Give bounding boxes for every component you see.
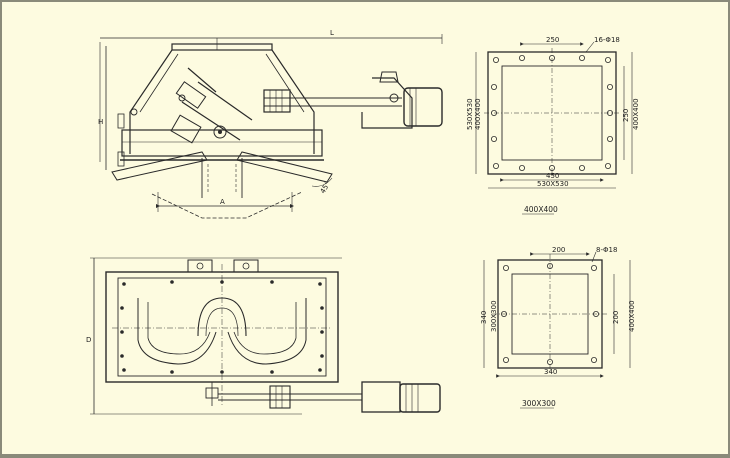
right-gate-flap xyxy=(236,151,333,183)
actuator-rod xyxy=(264,97,402,107)
drive-motor xyxy=(403,87,443,127)
gearbox-bracket xyxy=(361,77,413,129)
angle-label: 45° xyxy=(319,180,332,195)
flange-300-bottom-label: 340 xyxy=(544,368,557,376)
flange-300-left-outer-label: 340 xyxy=(480,311,488,324)
right-chute-curve xyxy=(227,298,307,365)
plan-drive-motor xyxy=(399,383,441,413)
flange-300-detail: 200 8-Φ18 340 300X300 200 400X400 340 30… xyxy=(480,246,636,409)
top-bearing-left xyxy=(187,259,213,273)
flange-300-right-inner-label: 200 xyxy=(612,311,620,324)
flange-300-pitch-label: 200 xyxy=(552,246,565,254)
left-gate-flap xyxy=(111,151,208,181)
flange-300-right-outer-label: 400X400 xyxy=(628,300,636,332)
flange-400-bolt-holes xyxy=(490,55,614,171)
length-label: L xyxy=(330,29,334,37)
pivot-joint xyxy=(213,125,227,139)
plan-view: D xyxy=(86,257,441,415)
flange-300-left-inner-label: 300X300 xyxy=(490,300,498,332)
flange-400-outer-horizontal-label: 530X530 xyxy=(537,180,569,188)
flange-400-caption: 400X400 xyxy=(524,205,558,214)
flange-400-outer-vertical-label: 530X530 xyxy=(466,98,474,130)
flange-400-detail: 250 16-Φ18 400X400 530X530 250 400X400 4… xyxy=(466,36,640,215)
flange-300-caption: 300X300 xyxy=(522,399,556,408)
top-bearing-right xyxy=(233,259,259,273)
inlet-flange xyxy=(171,43,273,51)
height-label: H xyxy=(98,118,103,126)
depth-label: D xyxy=(86,336,91,344)
hopper-body xyxy=(129,49,315,154)
flange-300-bolt-holes xyxy=(500,262,600,365)
plan-coupling xyxy=(269,385,291,409)
flange-400-holes-note: 16-Φ18 xyxy=(594,36,620,44)
plan-gearbox xyxy=(361,381,401,413)
actuator-coupling xyxy=(263,89,291,113)
valve-housing xyxy=(121,129,323,157)
flange-400-right-inner-label: 250 xyxy=(622,109,630,122)
flange-400-inner-horizontal-label: 450 xyxy=(546,172,559,180)
flange-400-right-outer-label: 400X400 xyxy=(632,98,640,130)
side-elevation-view: L H A 45° xyxy=(98,29,443,219)
flange-300-holes-note: 8-Φ18 xyxy=(596,246,617,254)
left-chute-curve xyxy=(137,298,217,365)
opening-label: A xyxy=(220,198,225,206)
flange-400-pitch-label: 250 xyxy=(546,36,559,44)
linkage-arms xyxy=(181,67,253,141)
plan-bolt-holes xyxy=(120,280,324,374)
flange-400-inner-vertical-label: 400X400 xyxy=(474,98,482,130)
